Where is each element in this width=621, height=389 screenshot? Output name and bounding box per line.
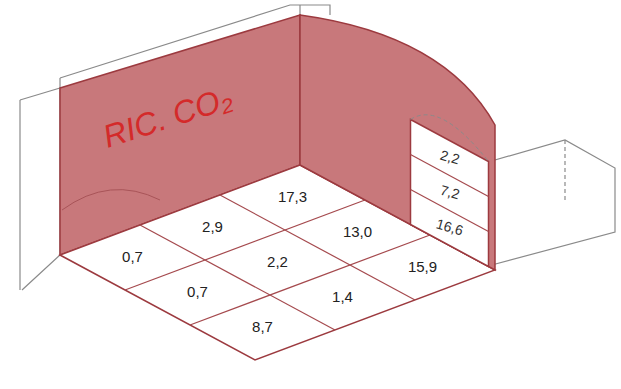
concentration-value: 2,9 xyxy=(200,219,225,236)
wall-arc xyxy=(62,190,160,210)
side-wall xyxy=(300,15,495,270)
door-opening xyxy=(411,120,489,267)
concentration-value: 0,7 xyxy=(185,284,210,301)
grid-line xyxy=(140,225,335,330)
concentration-value: 1,4 xyxy=(330,289,355,306)
concentration-value: 13,0 xyxy=(341,224,374,241)
grid-line xyxy=(125,200,365,290)
concentration-value: 2,2 xyxy=(265,254,290,271)
grid-line xyxy=(190,235,430,325)
concentration-value: 0,7 xyxy=(120,249,145,266)
concentration-value: 15,9 xyxy=(406,259,439,276)
concentration-value: 17,3 xyxy=(276,189,309,206)
concentration-value: 8,7 xyxy=(250,319,275,336)
floor-grid xyxy=(125,195,430,330)
